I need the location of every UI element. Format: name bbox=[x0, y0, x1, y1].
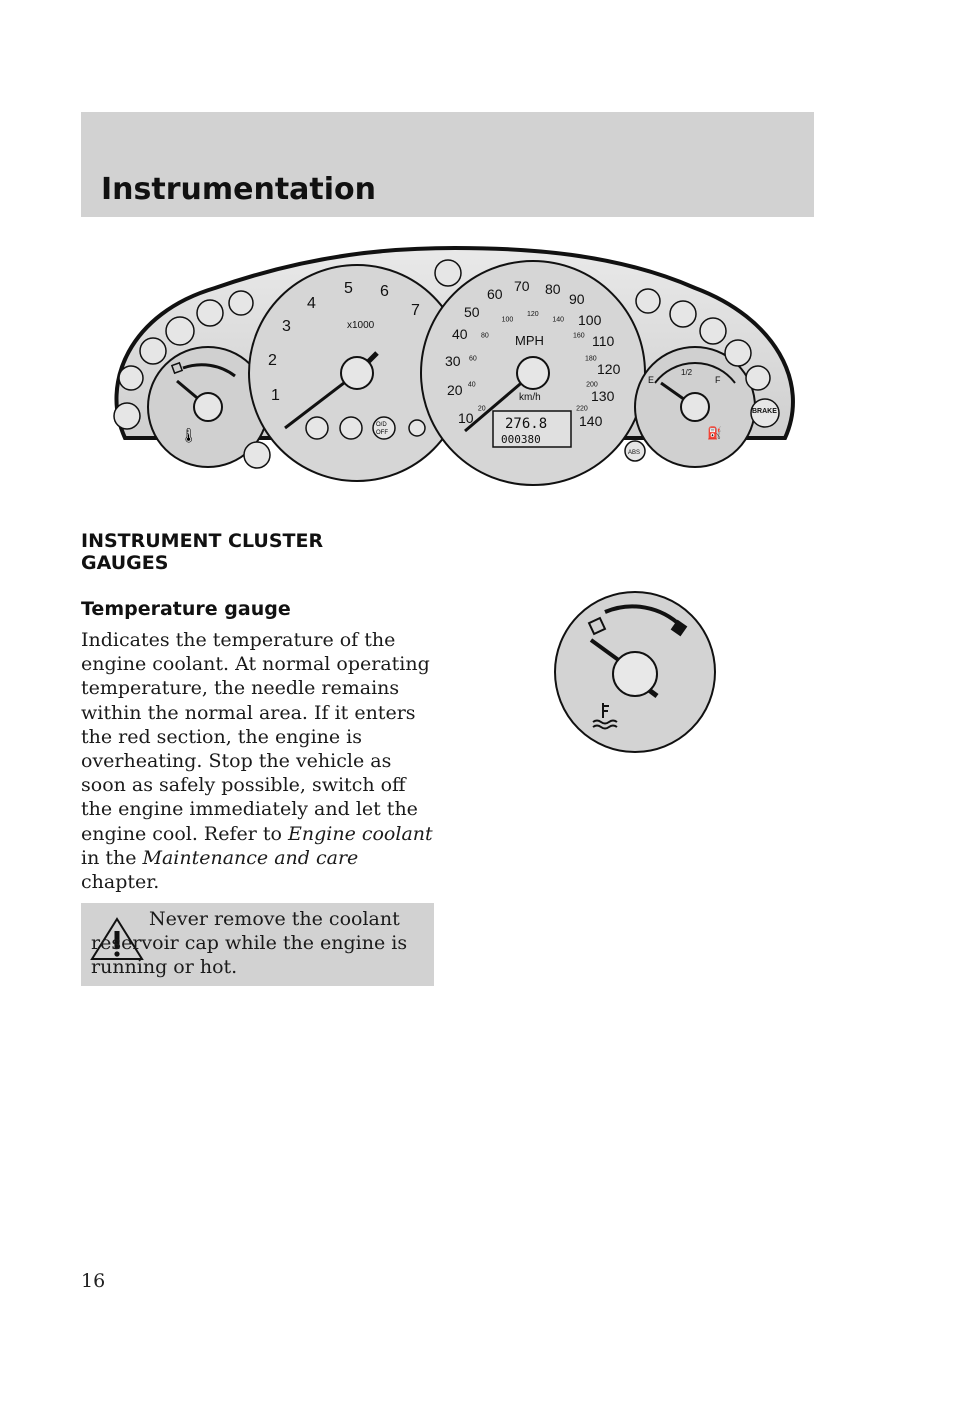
kmh-number: 60 bbox=[469, 356, 477, 363]
turn-right-icon bbox=[635, 288, 661, 314]
left-warning-lamps bbox=[113, 259, 462, 469]
maintenance-care-reference: Maintenance and care bbox=[142, 846, 359, 869]
kmh-number: 20 bbox=[478, 405, 486, 412]
kmh-number: 40 bbox=[468, 381, 476, 388]
kmh-number: 200 bbox=[586, 381, 598, 388]
fuel-half-label: 1/2 bbox=[681, 368, 693, 377]
mph-number: 70 bbox=[514, 278, 530, 294]
instrument-cluster-illustration: 🌡 1 2 3 4 5 6 7 x1000 O/D OFF 10 20 30 4… bbox=[113, 245, 795, 486]
oil-pressure-icon bbox=[118, 365, 144, 391]
trip-display: 276.8 bbox=[505, 416, 547, 432]
page-number: 16 bbox=[81, 1270, 106, 1292]
body-intro: Indicates the temperature of the engine … bbox=[81, 629, 430, 845]
low-fuel-icon bbox=[745, 365, 771, 391]
subheading-temperature-gauge: Temperature gauge bbox=[81, 598, 291, 620]
tach-numbers: 1 2 3 4 5 6 7 bbox=[268, 280, 420, 404]
warning-triangle-icon bbox=[90, 917, 144, 960]
oil-can-icon bbox=[724, 339, 752, 367]
tach-number: 3 bbox=[282, 318, 291, 335]
body-mid: in the bbox=[81, 846, 143, 869]
mph-number: 100 bbox=[578, 312, 602, 328]
cold-marker-icon bbox=[587, 616, 607, 636]
shift-icon bbox=[339, 416, 363, 440]
generic-indicator-icon bbox=[408, 419, 426, 437]
kmh-unit: km/h bbox=[519, 392, 541, 403]
section-heading: INSTRUMENT CLUSTER GAUGES bbox=[81, 530, 421, 574]
mph-number: 80 bbox=[545, 281, 561, 297]
mph-number: 110 bbox=[592, 333, 615, 349]
mph-number: 120 bbox=[597, 361, 621, 377]
odometer-value: 000380 bbox=[501, 433, 541, 446]
brake-warning-icon bbox=[750, 398, 780, 428]
od-off-indicator bbox=[372, 416, 396, 440]
mph-number: 140 bbox=[579, 413, 603, 429]
tach-unit: x1000 bbox=[347, 320, 375, 331]
kmh-number: 140 bbox=[552, 317, 564, 324]
temperature-gauge-description: Indicates the temperature of the engine … bbox=[81, 628, 441, 894]
seatbelt-icon bbox=[669, 300, 697, 328]
mph-number: 60 bbox=[487, 286, 503, 302]
tach-number: 6 bbox=[380, 283, 389, 300]
brake-label: BRAKE bbox=[752, 408, 777, 415]
fuel-pump-icon: ⛽ bbox=[707, 426, 722, 440]
tach-number: 2 bbox=[268, 352, 277, 369]
heading-line-1: INSTRUMENT CLUSTER bbox=[81, 530, 324, 552]
hood-icon bbox=[196, 299, 224, 327]
kmh-number: 220 bbox=[576, 405, 588, 412]
header-bar bbox=[81, 112, 814, 217]
mph-number: 50 bbox=[464, 304, 480, 320]
warning-text: Never remove the coolant reservoir cap w… bbox=[91, 908, 408, 978]
tach-number: 5 bbox=[344, 280, 353, 297]
mph-number: 10 bbox=[458, 410, 474, 426]
kmh-number: 80 bbox=[481, 332, 489, 339]
abs-label: ABS bbox=[628, 450, 640, 456]
engine-coolant-reference: Engine coolant bbox=[287, 822, 433, 845]
mph-numbers: 10 20 30 40 50 60 70 80 90 100 110 120 1… bbox=[445, 278, 621, 429]
fuel-empty-label: E bbox=[648, 375, 654, 385]
tach-number: 7 bbox=[411, 302, 420, 319]
kmh-number: 160 bbox=[573, 332, 585, 339]
kmh-number: 120 bbox=[527, 311, 539, 318]
mph-number: 90 bbox=[569, 291, 585, 307]
tach-number: 4 bbox=[307, 295, 316, 312]
od-label-top: O/D bbox=[376, 422, 387, 428]
mph-unit: MPH bbox=[515, 333, 544, 348]
right-warning-lamps bbox=[624, 288, 780, 462]
check-engine-icon bbox=[113, 402, 141, 430]
tach-number: 1 bbox=[271, 387, 280, 404]
headlamp-icon bbox=[434, 259, 462, 287]
airbag-light-icon bbox=[139, 337, 167, 365]
coolant-icon: 🌡 bbox=[180, 428, 198, 444]
odometer-display bbox=[492, 410, 572, 448]
abs-warning-icon bbox=[624, 440, 646, 462]
mph-number: 30 bbox=[445, 353, 461, 369]
mph-number: 20 bbox=[447, 382, 463, 398]
cluster-bottom-left-lamp bbox=[243, 441, 271, 469]
mph-number: 40 bbox=[452, 326, 468, 342]
turn-left-icon bbox=[228, 290, 254, 316]
heading-line-2: GAUGES bbox=[81, 552, 169, 574]
hot-marker-icon bbox=[670, 619, 688, 637]
battery-icon bbox=[699, 317, 727, 345]
fuel-full-label: F bbox=[715, 375, 721, 385]
spare-indicator-icon bbox=[165, 316, 195, 346]
warning-box: Never remove the coolant reservoir cap w… bbox=[81, 903, 434, 986]
kmh-number: 100 bbox=[502, 317, 514, 324]
od-label-bottom: OFF bbox=[376, 430, 388, 436]
speedometer-warning-icon bbox=[305, 416, 329, 440]
kmh-number: 180 bbox=[585, 356, 597, 363]
coolant-temperature-icon bbox=[592, 703, 618, 730]
page-title: Instrumentation bbox=[101, 172, 377, 207]
temperature-gauge-illustration bbox=[554, 591, 716, 753]
body-end: chapter. bbox=[81, 871, 160, 894]
mph-number: 130 bbox=[591, 388, 615, 404]
